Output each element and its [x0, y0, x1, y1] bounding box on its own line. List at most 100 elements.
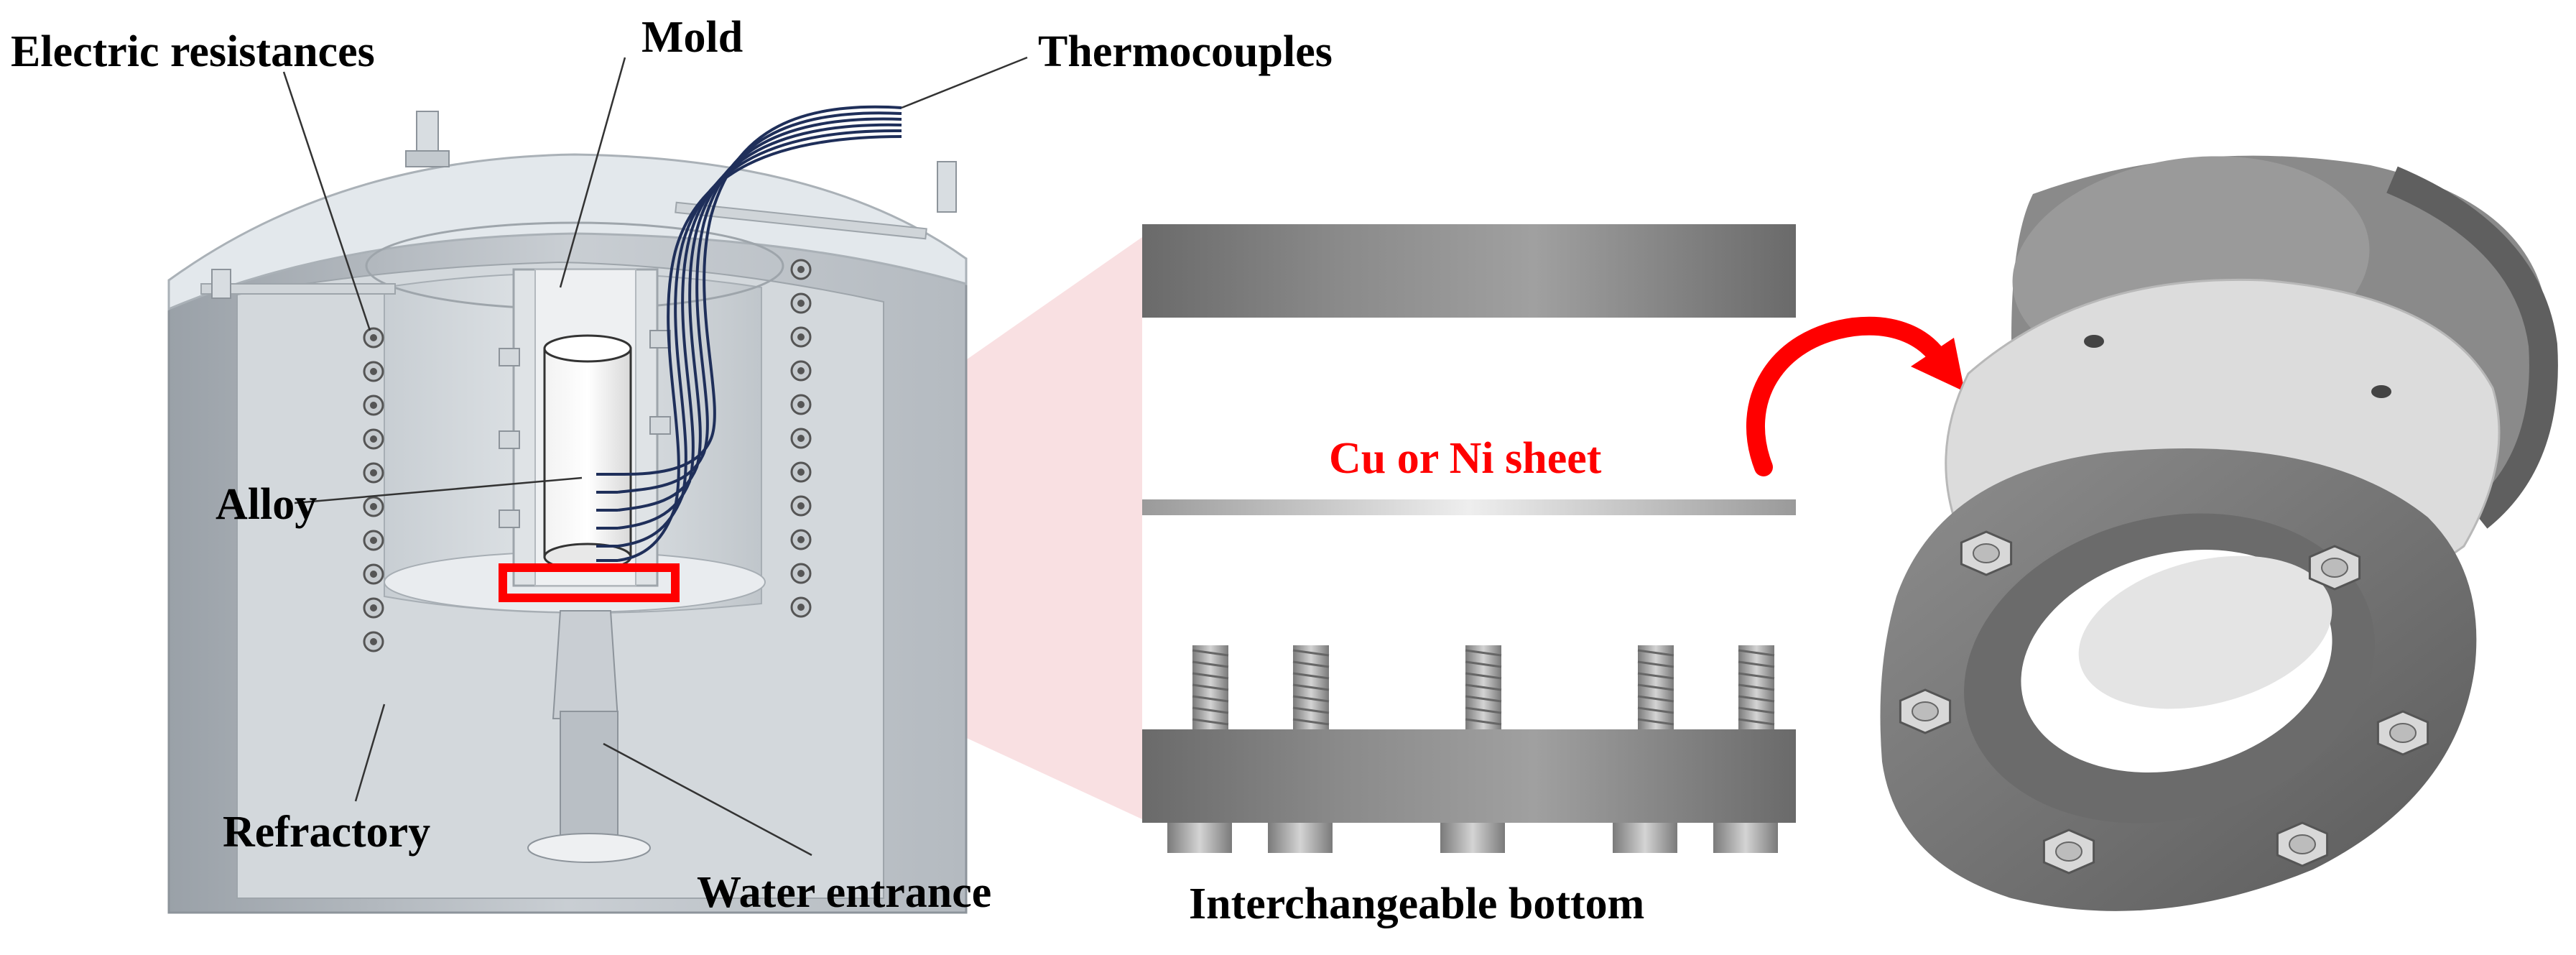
mold-clip	[499, 430, 520, 449]
leader-mold	[559, 57, 626, 288]
top-bolt-head	[405, 150, 450, 167]
screw-thread	[1292, 660, 1330, 668]
screw-thread	[1192, 649, 1229, 657]
resistance-coil-core	[797, 570, 805, 577]
sheet-plate	[1142, 499, 1796, 515]
resistance-coil-core	[370, 537, 377, 544]
screw-thread	[1292, 683, 1330, 691]
furnace	[167, 105, 968, 914]
resistance-coil-core	[370, 604, 377, 612]
resistance-coil-core	[370, 334, 377, 341]
screw-thread	[1637, 695, 1674, 703]
screw-thread	[1465, 660, 1502, 668]
flange-bolt-center	[1973, 543, 2000, 563]
bottom-plate	[1142, 729, 1796, 823]
resistance-coil-core	[370, 503, 377, 510]
leader-lines	[282, 56, 1028, 857]
resistance-coil-core	[370, 435, 377, 443]
rim-bolt-right	[937, 161, 957, 213]
water-channel-bottom	[527, 833, 651, 863]
interchangeable-bottom-highlight	[499, 563, 680, 602]
plate-foot	[1713, 823, 1778, 853]
assembly-arrow	[1746, 316, 1965, 476]
screw-thread	[1738, 695, 1775, 703]
screw-thread	[1292, 706, 1330, 714]
screw-thread	[1192, 718, 1229, 726]
thermocouple-tips	[596, 473, 618, 562]
water-nozzle	[552, 610, 619, 719]
resistance-coil-core	[797, 367, 805, 374]
screw-thread	[1637, 683, 1674, 691]
resistance-column-left	[363, 327, 384, 652]
labels: Electric resistances Mold Thermocouples …	[11, 13, 1644, 928]
flange-bolt-center	[1912, 701, 1939, 721]
furnace-top-lid	[167, 153, 968, 311]
rim-bolt-left	[211, 269, 231, 299]
screw-thread	[1292, 672, 1330, 680]
leader-water-entrance	[603, 742, 812, 857]
water-channel	[560, 711, 618, 849]
resistance-column-right	[790, 259, 812, 618]
screw-thread	[1465, 683, 1502, 691]
resistance-coil-core	[797, 536, 805, 543]
screw-thread	[1637, 718, 1674, 726]
thermocouple-wires	[617, 105, 902, 562]
label-mold: Mold	[641, 13, 743, 62]
screw-thread	[1465, 718, 1502, 726]
screw-thread	[1637, 706, 1674, 714]
flange-bolts	[1899, 530, 2429, 875]
label-interchangeable-bottom: Interchangeable bottom	[1189, 880, 1644, 928]
label-refractory: Refractory	[223, 808, 430, 857]
label-sheet: Cu or Ni sheet	[1329, 434, 1602, 483]
resistance-coil-core	[370, 368, 377, 375]
top-plate	[1142, 224, 1796, 318]
screw-thread	[1738, 683, 1775, 691]
alloy-ingot	[543, 334, 632, 571]
resistance-coil-core	[370, 469, 377, 476]
resistance-coil-core	[370, 571, 377, 578]
resistance-coil-core	[797, 333, 805, 341]
screw-thread	[1465, 672, 1502, 680]
screw-thread	[1292, 718, 1330, 726]
screw-thread	[1465, 649, 1502, 657]
leader-refractory	[354, 703, 386, 802]
resistance-coil-core	[797, 435, 805, 442]
screw-thread	[1637, 660, 1674, 668]
mold-clip	[499, 348, 520, 366]
front-ring	[1880, 448, 2477, 911]
screw-thread	[1465, 706, 1502, 714]
resistance-coil-core	[797, 300, 805, 307]
resistance-coil-core	[370, 402, 377, 409]
flange-bolt-center	[2321, 558, 2348, 578]
lid-rail-right	[675, 201, 927, 240]
plate-foot	[1268, 823, 1333, 853]
leader-alloy	[294, 476, 583, 504]
flange-bolt-center	[2055, 841, 2082, 862]
screw-thread	[1738, 718, 1775, 726]
screw-thread	[1192, 695, 1229, 703]
screw-thread	[1738, 660, 1775, 668]
label-alloy: Alloy	[216, 480, 317, 529]
leader-thermocouples	[901, 56, 1028, 109]
plate-foot	[1613, 823, 1677, 853]
screw-thread	[1192, 706, 1229, 714]
resistance-coil-core	[370, 638, 377, 645]
resistance-coil-core	[797, 604, 805, 611]
screw-thread	[1192, 672, 1229, 680]
screw-row	[1192, 645, 1775, 730]
flange-bolt-center	[2389, 723, 2417, 743]
label-thermocouples: Thermocouples	[1038, 27, 1333, 76]
label-electric-resistances: Electric resistances	[11, 27, 375, 76]
screw-thread	[1738, 672, 1775, 680]
bottom-plate-feet	[1167, 823, 1778, 853]
screw-thread	[1738, 706, 1775, 714]
screw-thread	[1637, 649, 1674, 657]
flange-bolt-center	[2289, 834, 2316, 854]
screw-thread	[1738, 649, 1775, 657]
screw-thread	[1637, 672, 1674, 680]
screw-thread	[1465, 695, 1502, 703]
plates-exploded	[1142, 224, 1796, 853]
mold-clip	[649, 416, 671, 435]
